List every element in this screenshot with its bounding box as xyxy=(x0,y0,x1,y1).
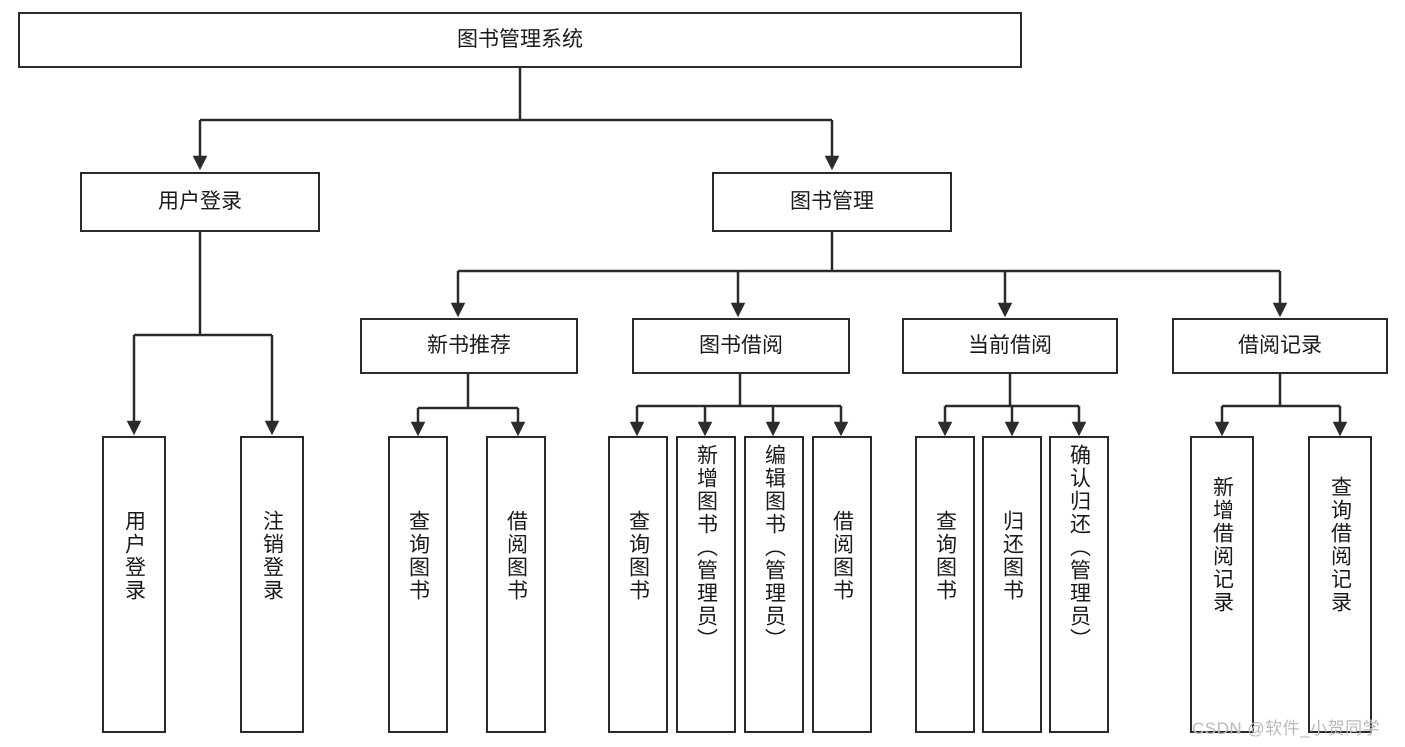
node-new-book-recommend-label: 新书推荐 xyxy=(427,333,511,357)
node-book-borrow[interactable]: 图书借阅 xyxy=(632,318,850,374)
node-new-book-recommend[interactable]: 新书推荐 xyxy=(360,318,578,374)
node-leaf-borrow-book-2-label: 借阅图书 xyxy=(830,510,854,602)
node-leaf-add-book[interactable]: 新增图书（管理员） xyxy=(676,436,736,733)
node-leaf-borrow-book-1[interactable]: 借阅图书 xyxy=(486,436,546,733)
node-leaf-return-book[interactable]: 归还图书 xyxy=(982,436,1042,733)
node-leaf-user-logout-label: 注销登录 xyxy=(260,510,284,602)
node-leaf-return-book-label: 归还图书 xyxy=(1000,510,1024,602)
node-leaf-confirm-return-label: 确认归还（管理员） xyxy=(1067,444,1091,651)
node-leaf-edit-book-label: 编辑图书（管理员） xyxy=(762,444,786,651)
node-leaf-query-book-3-label: 查询图书 xyxy=(933,510,957,602)
node-leaf-query-record-label: 查询借阅记录 xyxy=(1328,476,1352,614)
node-leaf-query-book-1[interactable]: 查询图书 xyxy=(388,436,448,733)
node-leaf-borrow-book-1-label: 借阅图书 xyxy=(504,510,528,602)
node-leaf-borrow-book-2[interactable]: 借阅图书 xyxy=(812,436,872,733)
node-leaf-query-record[interactable]: 查询借阅记录 xyxy=(1308,436,1372,733)
node-book-borrow-label: 图书借阅 xyxy=(699,333,783,357)
node-root-label: 图书管理系统 xyxy=(457,27,583,51)
node-leaf-query-book-2[interactable]: 查询图书 xyxy=(608,436,668,733)
node-user-login-label: 用户登录 xyxy=(158,189,242,213)
node-leaf-add-record[interactable]: 新增借阅记录 xyxy=(1190,436,1254,733)
node-current-borrow-label: 当前借阅 xyxy=(968,333,1052,357)
node-book-manage[interactable]: 图书管理 xyxy=(712,172,952,232)
node-leaf-add-record-label: 新增借阅记录 xyxy=(1210,476,1234,614)
node-borrow-record-label: 借阅记录 xyxy=(1238,333,1322,357)
node-leaf-user-login-label: 用户登录 xyxy=(122,510,146,602)
node-leaf-user-logout[interactable]: 注销登录 xyxy=(240,436,304,733)
node-user-login[interactable]: 用户登录 xyxy=(80,172,320,232)
node-leaf-add-book-label: 新增图书（管理员） xyxy=(694,444,718,651)
node-book-manage-label: 图书管理 xyxy=(790,189,874,213)
node-leaf-user-login[interactable]: 用户登录 xyxy=(102,436,166,733)
node-leaf-edit-book[interactable]: 编辑图书（管理员） xyxy=(744,436,804,733)
node-root[interactable]: 图书管理系统 xyxy=(18,12,1022,68)
csdn-watermark: CSDN @软件_小贺同学 xyxy=(1192,719,1381,738)
node-borrow-record[interactable]: 借阅记录 xyxy=(1172,318,1388,374)
node-current-borrow[interactable]: 当前借阅 xyxy=(902,318,1118,374)
node-leaf-query-book-2-label: 查询图书 xyxy=(626,510,650,602)
node-leaf-confirm-return[interactable]: 确认归还（管理员） xyxy=(1049,436,1109,733)
node-leaf-query-book-1-label: 查询图书 xyxy=(406,510,430,602)
node-leaf-query-book-3[interactable]: 查询图书 xyxy=(915,436,975,733)
